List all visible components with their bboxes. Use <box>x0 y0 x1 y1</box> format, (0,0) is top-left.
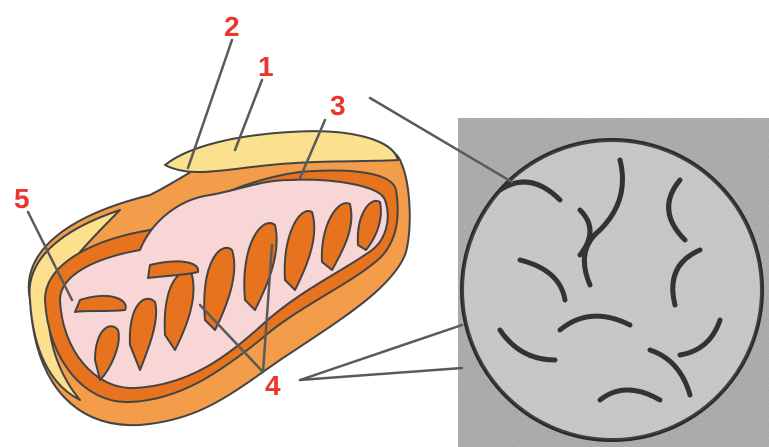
label-1: 1 <box>258 51 274 82</box>
label-3: 3 <box>330 90 346 121</box>
label-5: 5 <box>14 183 30 214</box>
mitochondrion-drawing <box>29 131 410 425</box>
leader-line-4c <box>300 325 462 380</box>
leader-line-4d <box>300 368 462 380</box>
label-4: 4 <box>265 370 281 401</box>
label-2: 2 <box>224 11 240 42</box>
micrograph <box>458 118 769 447</box>
